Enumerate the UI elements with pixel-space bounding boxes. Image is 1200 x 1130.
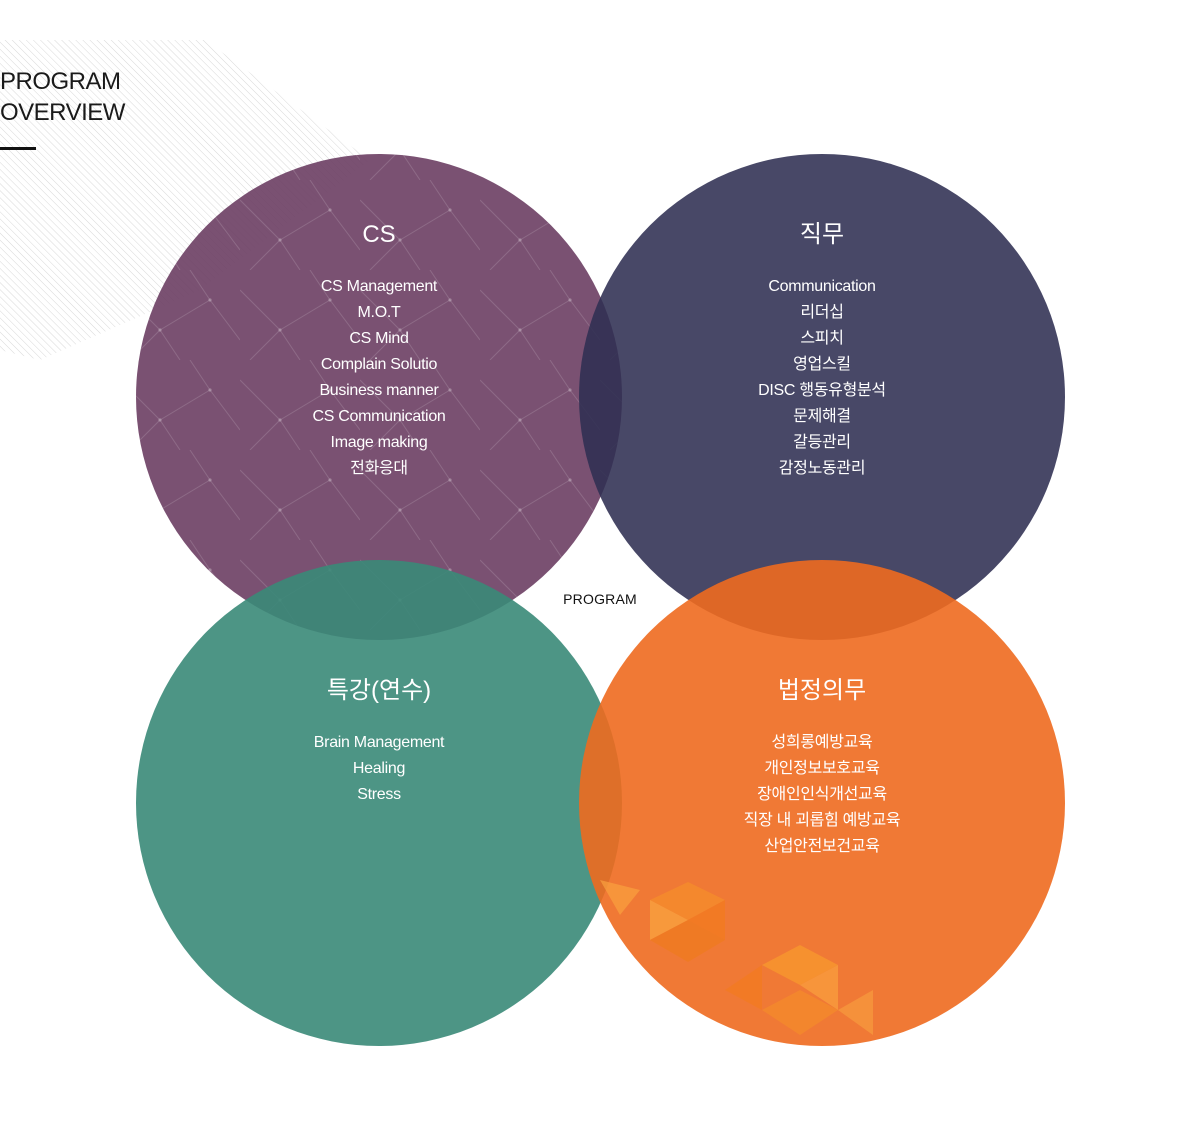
list-item: Stress	[357, 786, 401, 803]
list-item: 장애인인식개선교육	[757, 786, 887, 803]
list-item: 문제해결	[793, 408, 851, 425]
list-item: M.O.T	[357, 304, 401, 321]
list-item: 감정노동관리	[778, 460, 866, 477]
special-circle	[136, 560, 622, 1046]
cs-list: CS Management M.O.T CS Mind Complain Sol…	[229, 274, 529, 482]
special-list: Brain Management Healing Stress	[229, 730, 529, 808]
job-list: Communication 리더십 스피치 영업스킬 DISC 행동유형분석 문…	[672, 274, 972, 482]
list-item: Image making	[330, 434, 428, 451]
list-item: Healing	[352, 760, 406, 777]
cs-content: CS CS Management M.O.T CS Mind Complain …	[229, 220, 529, 482]
list-item: Communication	[768, 278, 876, 295]
section-title-line1: PROGRAM	[0, 68, 121, 95]
center-label: PROGRAM	[563, 591, 637, 607]
list-item: 개인정보보호교육	[764, 760, 880, 777]
special-content: 특강(연수) Brain Management Healing Stress	[229, 676, 529, 808]
section-title: PROGRAM OVERVIEW	[0, 66, 125, 128]
job-heading: 직무	[799, 221, 845, 248]
special-heading: 특강(연수)	[326, 677, 432, 704]
job-content: 직무 Communication 리더십 스피치 영업스킬 DISC 행동유형분…	[672, 220, 972, 482]
list-item: 스피치	[800, 330, 844, 347]
list-item: 리더십	[800, 304, 844, 321]
list-item: Brain Management	[313, 734, 445, 751]
list-item: 갈등관리	[793, 434, 851, 451]
legal-content: 법정의무 성희롱예방교육 개인정보보호교육 장애인인식개선교육 직장 내 괴롭힘…	[672, 676, 972, 860]
list-item: 직장 내 괴롭힘 예방교육	[743, 812, 901, 829]
title-underline	[0, 147, 36, 150]
list-item: 전화응대	[350, 460, 408, 477]
list-item: CS Communication	[312, 408, 446, 425]
cs-network-texture	[136, 154, 622, 640]
cs-heading: CS	[362, 221, 396, 248]
job-circle	[579, 154, 1065, 640]
list-item: CS Management	[320, 278, 438, 295]
list-item: 성희롱예방교육	[771, 734, 873, 751]
triangle-decoration	[600, 880, 873, 1035]
legal-list: 성희롱예방교육 개인정보보호교육 장애인인식개선교육 직장 내 괴롭힘 예방교육…	[672, 730, 972, 860]
list-item: Business manner	[319, 382, 439, 399]
list-item: DISC 행동유형분석	[758, 382, 886, 399]
list-item: CS Mind	[349, 330, 409, 347]
list-item: Complain Solutio	[320, 356, 438, 373]
legal-heading: 법정의무	[777, 677, 867, 704]
list-item: 산업안전보건교육	[764, 838, 880, 855]
section-title-line2: OVERVIEW	[0, 99, 125, 126]
list-item: 영업스킬	[793, 356, 851, 373]
